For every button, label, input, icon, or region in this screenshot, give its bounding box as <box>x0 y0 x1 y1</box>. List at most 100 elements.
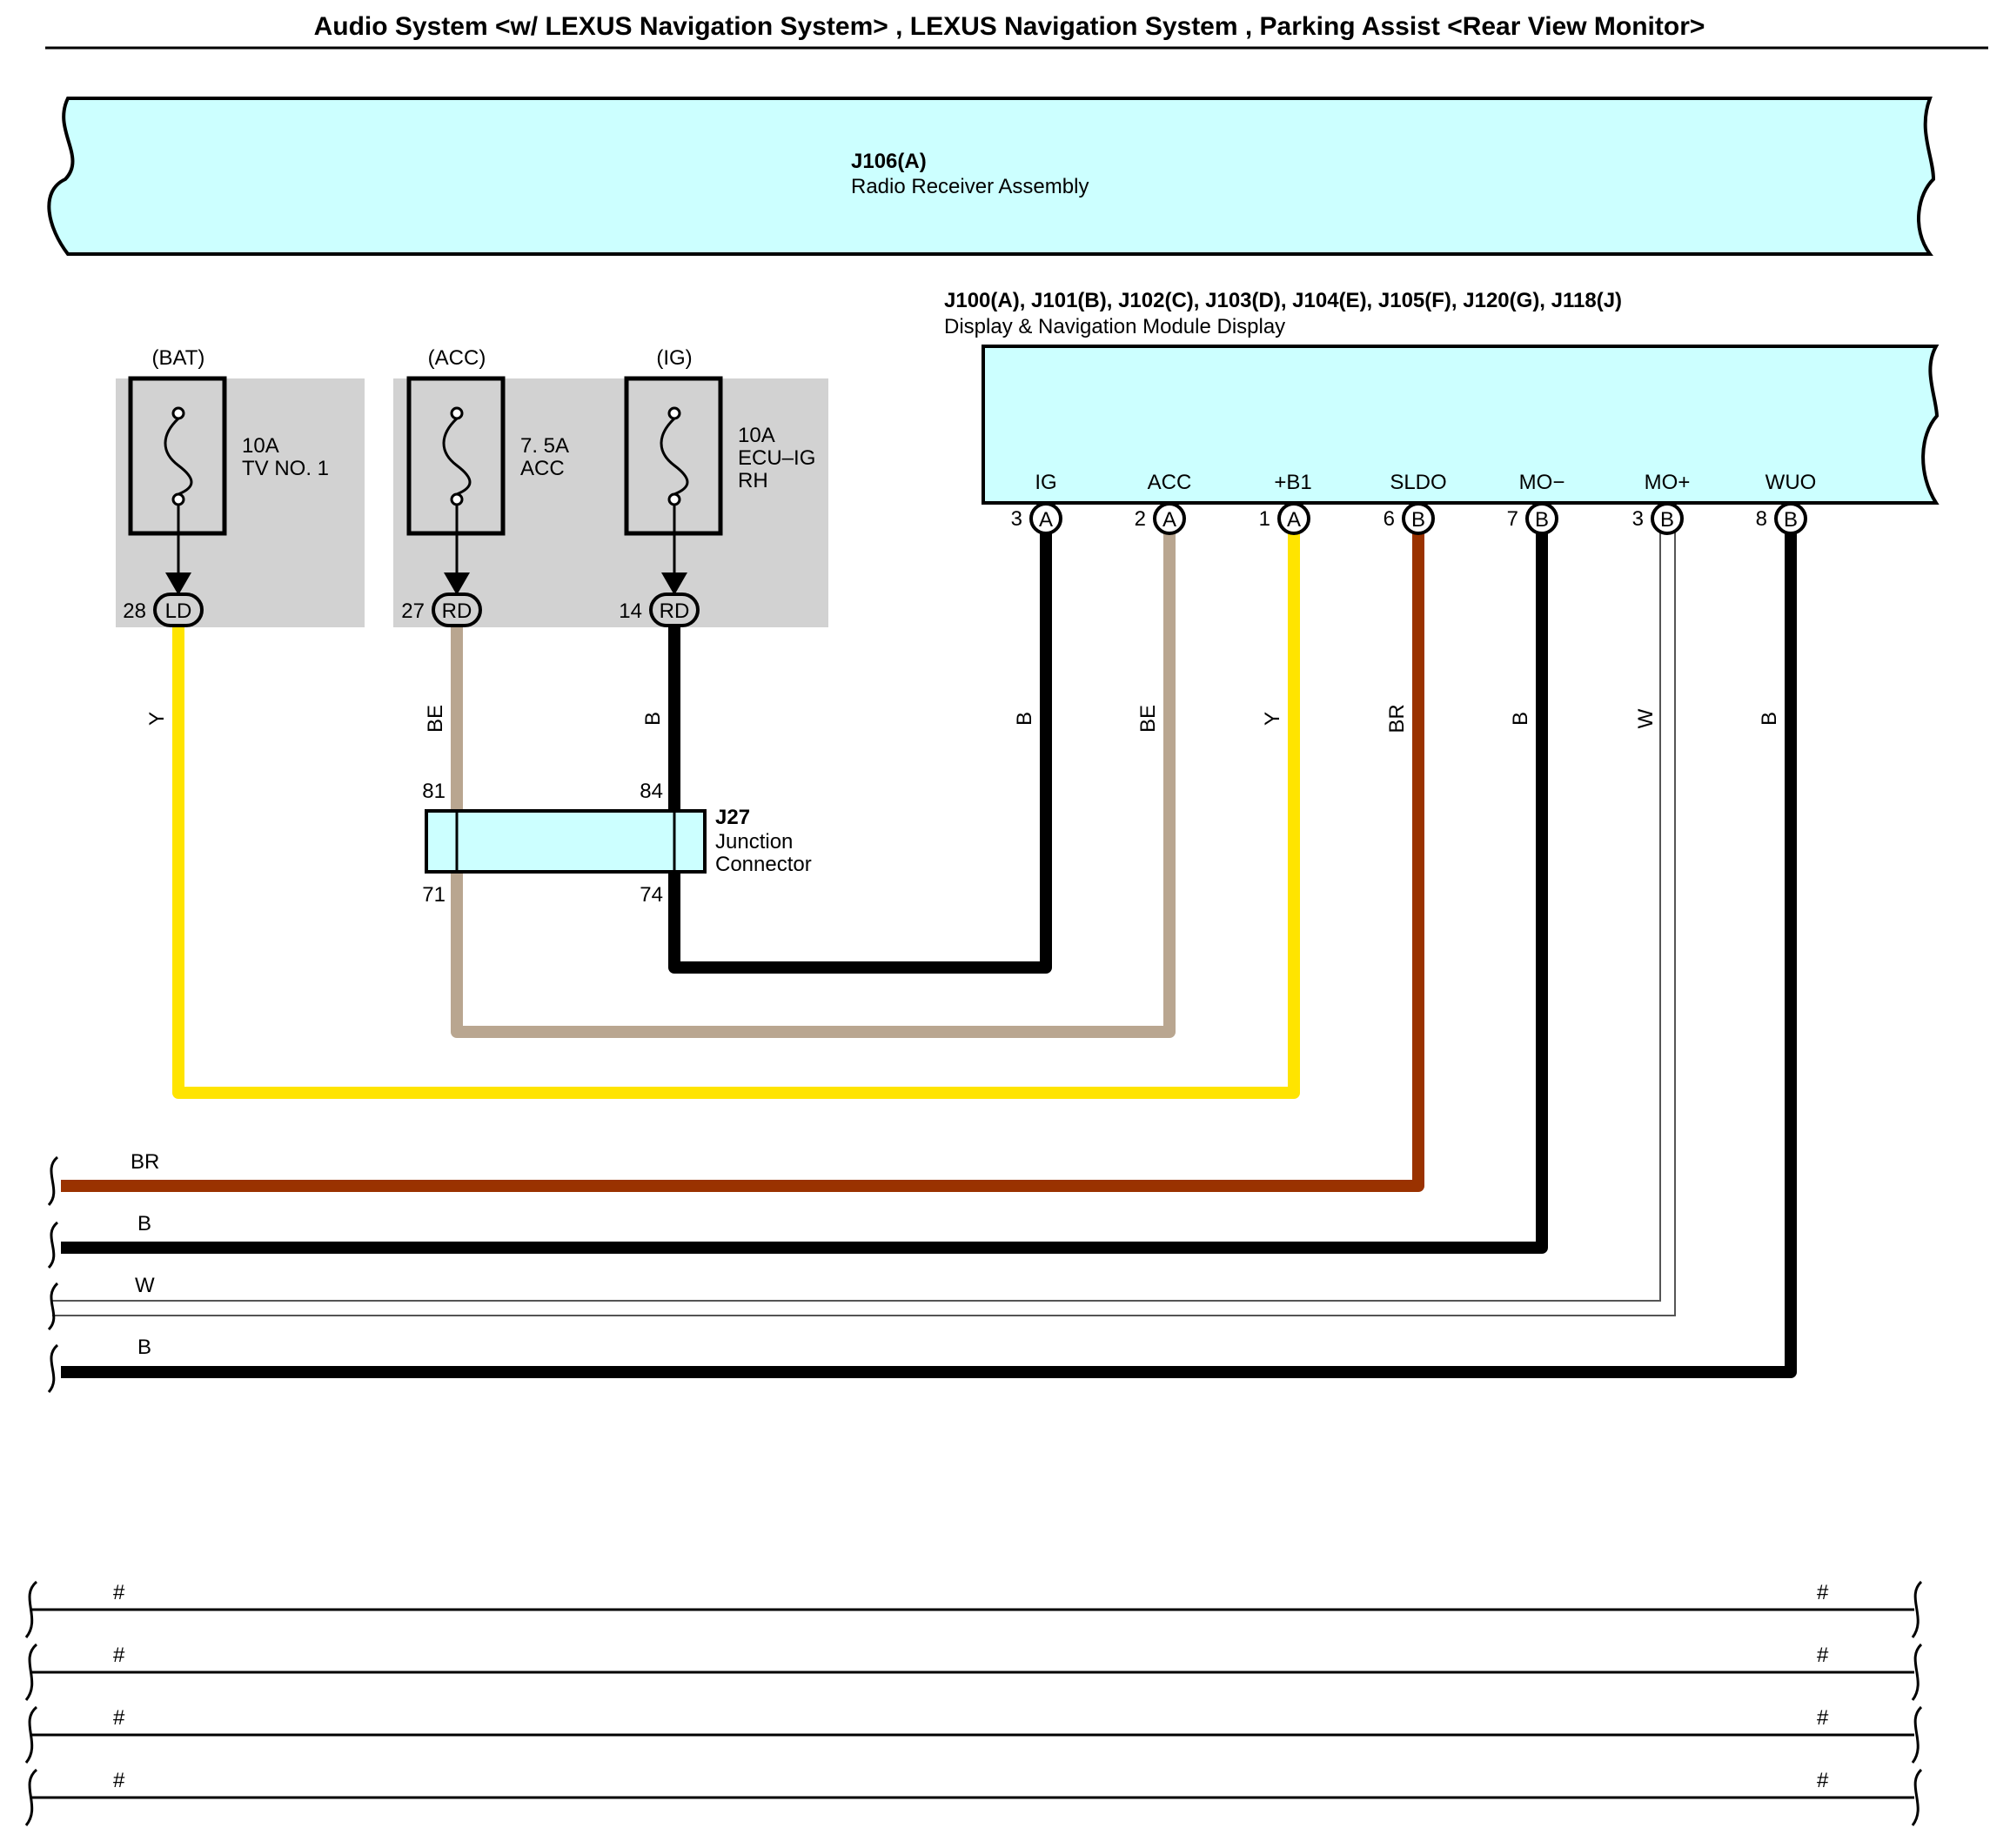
radio-receiver-name: Radio Receiver Assembly <box>851 175 1089 198</box>
connector-ld: LD <box>153 593 204 627</box>
bus-mark: # <box>113 1644 125 1667</box>
terminal-label-ig: IG <box>1035 471 1056 494</box>
fuse-rating-tv-no1: 10A <box>242 434 279 458</box>
wire-break-icon <box>24 1580 1923 1826</box>
bus-mark: # <box>113 1581 125 1604</box>
bus-mark: # <box>1817 1644 1829 1667</box>
junction-pin: 81 <box>422 780 446 803</box>
display-module-codes: J100(A), J101(B), J102(C), J103(D), J104… <box>944 289 1622 312</box>
fuse-symbol-icon <box>164 406 193 583</box>
bus-mark: # <box>1817 1581 1829 1604</box>
terminal-pin: 6 <box>1384 507 1395 531</box>
terminal-connector-b1: A <box>1277 502 1310 535</box>
fuse-block-acc-ig <box>393 378 828 627</box>
terminal-pin: 3 <box>1632 507 1644 531</box>
fuse-name-acc: ACC <box>520 457 565 480</box>
arrow-down-icon <box>165 572 191 595</box>
fuse-symbol-icon <box>442 406 472 583</box>
fuse-symbol-icon <box>660 406 689 583</box>
page-title: Audio System <w/ LEXUS Navigation System… <box>314 12 1705 41</box>
terminal-label-acc: ACC <box>1148 471 1192 494</box>
bus-mark: # <box>113 1706 125 1730</box>
connector-pin: 27 <box>401 599 425 623</box>
wire-w-mo-plus-outline <box>52 529 1676 1316</box>
svg-text:A: A <box>1039 508 1053 532</box>
terminal-connector-mo-plus: B <box>1651 502 1684 535</box>
fuse-source-acc: (ACC) <box>428 346 486 370</box>
terminal-label-b1: +B1 <box>1274 471 1311 494</box>
wire-label: B <box>641 712 665 726</box>
terminal-connector-mo-minus: B <box>1525 502 1558 535</box>
connector-pin: 14 <box>619 599 642 623</box>
connector-rd-ig: RD <box>649 593 700 627</box>
arrow-down-icon <box>661 572 687 595</box>
svg-text:B: B <box>1411 508 1425 532</box>
svg-text:A: A <box>1287 508 1301 532</box>
terminal-connector-acc: A <box>1153 502 1186 535</box>
radio-receiver-code: J106(A) <box>851 150 927 173</box>
terminal-pin: 8 <box>1756 507 1767 531</box>
svg-text:B: B <box>1784 508 1798 532</box>
wire-label: Y <box>1261 712 1284 726</box>
junction-pin: 74 <box>640 883 663 907</box>
arrow-down-icon <box>444 572 470 595</box>
wire-label: B <box>1509 712 1532 726</box>
junction-connector-j27 <box>425 809 707 874</box>
svg-text:LD: LD <box>165 599 192 623</box>
connector-rd-acc: RD <box>432 593 482 627</box>
fuse-name2-ecu-ig: RH <box>738 469 768 492</box>
wire-w-mo-plus <box>52 529 1661 1302</box>
junction-name1: Junction <box>715 830 793 854</box>
continuation-wire-label: W <box>135 1274 155 1297</box>
junction-pin: 71 <box>422 883 446 907</box>
terminal-pin: 3 <box>1011 507 1022 531</box>
wire-label: BR <box>1385 704 1409 733</box>
bus-mark: # <box>113 1769 125 1792</box>
wire-label: BE <box>424 705 447 733</box>
svg-text:RD: RD <box>442 599 472 623</box>
svg-text:B: B <box>1535 508 1549 532</box>
continuation-wire-label: B <box>137 1212 151 1235</box>
terminal-label-mo-minus: MO− <box>1519 471 1565 494</box>
wire-break-icon <box>47 1155 59 1393</box>
terminal-pin: 7 <box>1507 507 1518 531</box>
bus-mark: # <box>1817 1706 1829 1730</box>
svg-text:B: B <box>1660 508 1674 532</box>
wire-y-bat <box>172 529 1300 1099</box>
terminal-label-mo-plus: MO+ <box>1645 471 1691 494</box>
terminal-connector-sldo: B <box>1402 502 1435 535</box>
terminal-pin: 2 <box>1135 507 1146 531</box>
radio-receiver-box <box>47 97 1936 256</box>
fuse-rating-acc: 7. 5A <box>520 434 569 458</box>
wire-label: Y <box>145 712 169 726</box>
wire-b-ig <box>668 529 1052 974</box>
junction-code: J27 <box>715 806 750 829</box>
wire-label: W <box>1634 708 1658 728</box>
fuse-rating-ecu-ig: 10A <box>738 424 775 447</box>
svg-text:A: A <box>1162 508 1176 532</box>
svg-text:RD: RD <box>660 599 690 623</box>
continuation-wire-label: BR <box>131 1150 159 1174</box>
terminal-pin: 1 <box>1259 507 1270 531</box>
wire-label: B <box>1013 712 1036 726</box>
fuse-name-ecu-ig: ECU–IG <box>738 446 815 470</box>
terminal-label-sldo: SLDO <box>1390 471 1446 494</box>
junction-pin: 84 <box>640 780 663 803</box>
continuation-wire-label: B <box>137 1336 151 1359</box>
junction-name2: Connector <box>715 853 812 876</box>
terminal-label-wuo: WUO <box>1765 471 1817 494</box>
terminal-connector-ig: A <box>1029 502 1062 535</box>
terminal-connector-wuo: B <box>1774 502 1807 535</box>
wire-label: B <box>1758 712 1781 726</box>
display-module-name: Display & Navigation Module Display <box>944 315 1285 338</box>
fuse-source-bat: (BAT) <box>152 346 205 370</box>
wire-b-mo-minus <box>61 529 1548 1254</box>
fuse-block-bat <box>116 378 365 627</box>
fuse-source-ig: (IG) <box>656 346 692 370</box>
wire-b-wuo <box>61 529 1797 1378</box>
wire-br-sldo <box>61 529 1424 1192</box>
bus-mark: # <box>1817 1769 1829 1792</box>
fuse-name-tv-no1: TV NO. 1 <box>242 457 329 480</box>
display-module-box <box>982 345 1940 505</box>
